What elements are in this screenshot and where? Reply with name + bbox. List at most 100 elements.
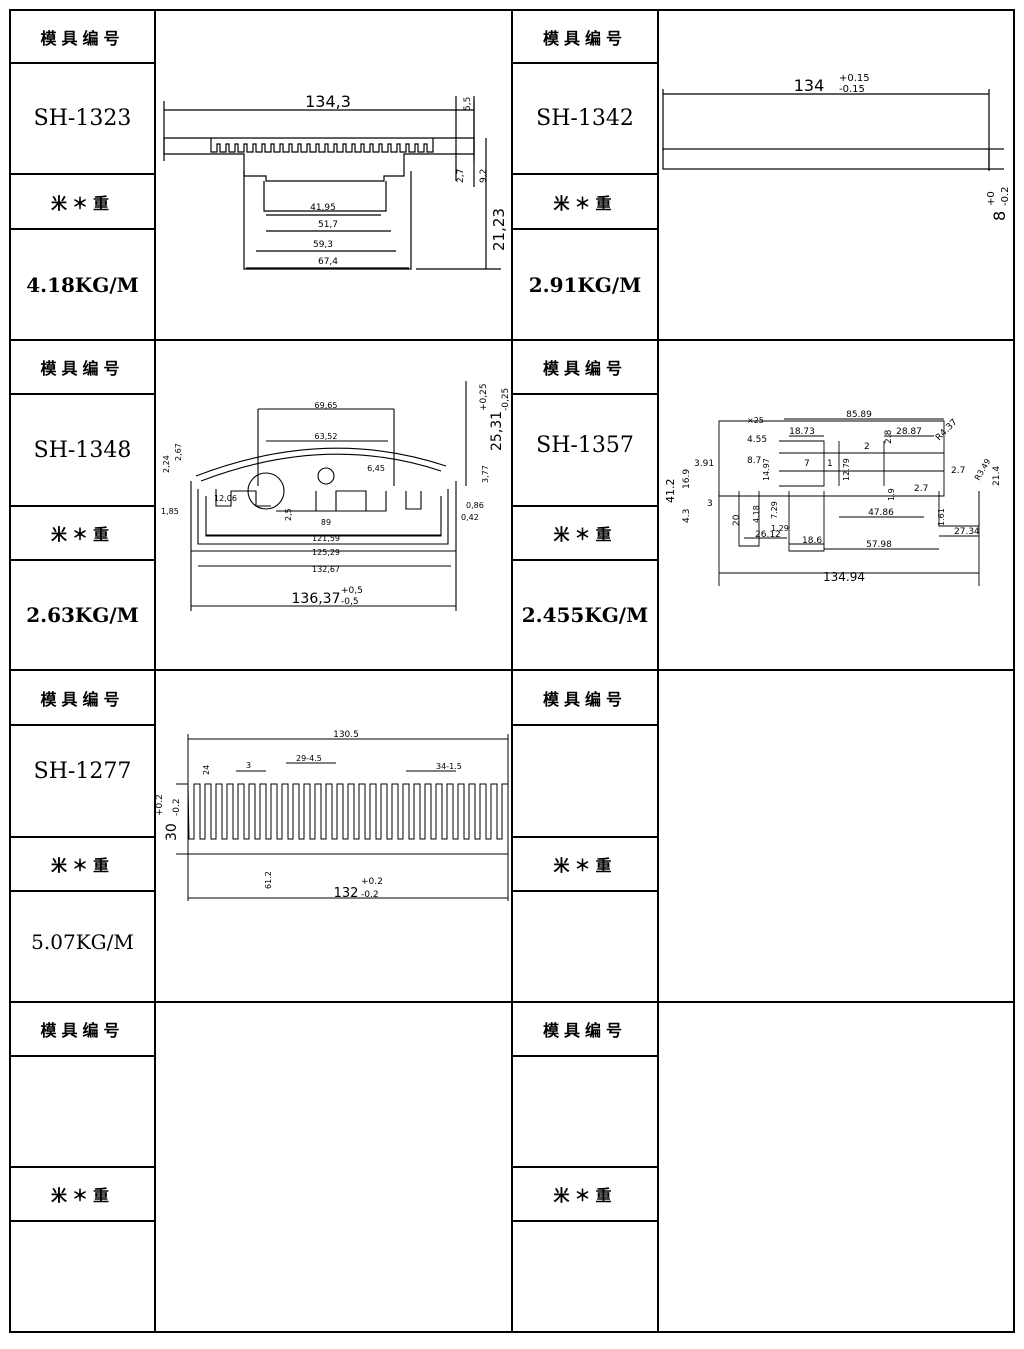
dim-p: 21.4 — [992, 466, 1002, 486]
cell-divider — [9, 228, 155, 230]
dim-width-tol-upper: +0.15 — [839, 73, 870, 84]
dim-z: 1.9 — [887, 488, 896, 501]
cell-divider — [9, 890, 155, 892]
profile-drawing-sh1323: 134,3 41,95 51,7 59,3 67,4 5,5 2,7 9,2 2… — [156, 11, 511, 339]
dim-total-lower: -0.2 — [361, 890, 379, 900]
dim-y: 14.97 — [762, 458, 771, 481]
dim-x: 8.7 — [747, 456, 761, 466]
cell-divider — [9, 393, 155, 395]
dim-height-upper: +0.2 — [156, 794, 165, 816]
dim-n4: 12,06 — [214, 494, 237, 503]
dim-a: 85.89 — [846, 410, 872, 420]
cell-divider — [9, 505, 155, 507]
mold-code — [513, 726, 657, 836]
row-divider — [9, 669, 1015, 671]
dim-i: 20 — [732, 514, 742, 526]
dim-d2: 51,7 — [318, 220, 338, 230]
mold-code — [11, 1057, 154, 1166]
dim-w: ×25 — [747, 416, 764, 425]
dim-pitch: 29-4.5 — [296, 754, 322, 763]
mold-number-label: 模具编号 — [542, 1021, 627, 1040]
weight-value: 4.18KG/M — [26, 272, 139, 297]
weight-value: 2.91KG/M — [528, 272, 642, 297]
cell-divider — [511, 173, 659, 175]
dim-u: 1.61 — [937, 508, 946, 526]
dim-w7-lower: -0,5 — [341, 597, 359, 607]
dim-w7: 136,37 — [292, 591, 341, 607]
dim-w1: 69,65 — [315, 401, 338, 410]
dim-n2: 2,24 — [162, 455, 171, 473]
dim-o: 134.94 — [823, 570, 865, 584]
dim-q: 2.7 — [914, 484, 928, 494]
row-divider — [9, 339, 1015, 341]
dim-g: 41.2 — [664, 479, 677, 504]
cell-divider — [9, 1055, 155, 1057]
dim-w8: 89 — [321, 518, 331, 527]
dim-q: 2.7 — [951, 466, 965, 476]
weight-label: 米＊重 — [553, 525, 617, 544]
dim-s: R3.49 — [973, 457, 992, 482]
cell-divider — [9, 1166, 155, 1168]
mold-code: SH-1323 — [33, 106, 132, 131]
mold-number-label: 模具编号 — [542, 28, 627, 48]
dim-b: 18.73 — [789, 427, 815, 437]
profile-drawing-sh1348: 69,65 63,52 6,45 89 121,59 125,29 132,67… — [156, 341, 511, 669]
weight-label: 米＊重 — [553, 1186, 617, 1205]
dim-w6: 132,67 — [312, 565, 340, 574]
dim-width: 134 — [794, 76, 825, 95]
column-divider — [511, 9, 513, 1333]
weight-value: 2.63KG/M — [26, 603, 139, 627]
weight-value — [11, 1222, 154, 1331]
dim-h2: 2,7 — [456, 169, 466, 183]
dim-h1: 5,5 — [463, 97, 473, 111]
mold-number-label: 模具编号 — [40, 1021, 125, 1040]
cell-divider — [511, 836, 659, 838]
cell-divider — [9, 836, 155, 838]
dim-e: 3.91 — [694, 459, 714, 469]
dim-n1: 2,67 — [174, 443, 183, 461]
dim-h3: 9,2 — [479, 169, 489, 183]
profile-drawing-sh1342: 134 +0.15 -0.15 8 +0 -0.2 — [659, 11, 1013, 339]
cell-divider — [511, 1055, 659, 1057]
profile-drawing-sh1357: 134.94 85.89 ×25 18.73 28.87 4.55 2 2.8 … — [659, 341, 1013, 669]
dim-n5: 0,86 — [466, 501, 484, 510]
mold-number-label: 模具编号 — [542, 689, 627, 709]
dim-d1: 41,95 — [310, 203, 336, 213]
mold-number-label: 模具编号 — [40, 689, 125, 709]
dim-aa: 2 — [864, 442, 870, 452]
dim-width: 134,3 — [305, 92, 351, 111]
dim-ac: 4.18 — [752, 505, 761, 523]
weight-value: 5.07KG/M — [31, 930, 134, 954]
cell-divider — [9, 724, 155, 726]
dim-w5: 125,29 — [312, 548, 340, 557]
dim-n7: 3,77 — [481, 465, 490, 483]
dim-j: 26.12 — [755, 530, 781, 540]
dim-height-tol-lower: -0.2 — [1000, 186, 1011, 206]
dim-height-lower: -0.2 — [172, 798, 182, 816]
dim-c: 28.87 — [896, 427, 922, 437]
dim-l: 57.98 — [866, 540, 892, 550]
dim-w7-upper: +0,5 — [341, 586, 363, 596]
dim-height: 30 — [164, 823, 180, 841]
dim-h-left: 24 — [202, 765, 211, 775]
profile-drawing-sh1277: 130.5 3 29-4.5 34-1.5 24 30 +0.2 -0.2 61… — [156, 671, 511, 1001]
dim-ag: 1 — [827, 459, 833, 469]
dim-fin: 3 — [246, 761, 251, 770]
dim-h-upper: +0,25 — [479, 383, 489, 411]
mold-code: SH-1357 — [536, 432, 634, 458]
dim-f: 16.9 — [682, 469, 692, 489]
dim-m: 47.86 — [868, 508, 894, 518]
dim-h: 25,31 — [489, 411, 505, 451]
mold-number-label: 模具编号 — [542, 359, 627, 378]
dim-height-tol-upper: +0 — [986, 191, 997, 206]
dim-width: 130.5 — [333, 730, 359, 740]
dim-height: 8 — [990, 211, 1009, 221]
dim-width-tol-lower: -0.15 — [839, 84, 865, 95]
mold-code: SH-1277 — [33, 758, 132, 784]
dim-total-upper: +0.2 — [361, 877, 383, 887]
dim-pitch2: 34-1.5 — [436, 762, 462, 771]
dim-n8: 2,5 — [284, 508, 293, 521]
weight-label: 米＊重 — [50, 856, 114, 875]
weight-label: 米＊重 — [50, 1186, 114, 1205]
dim-bottom: 61.2 — [264, 871, 273, 889]
